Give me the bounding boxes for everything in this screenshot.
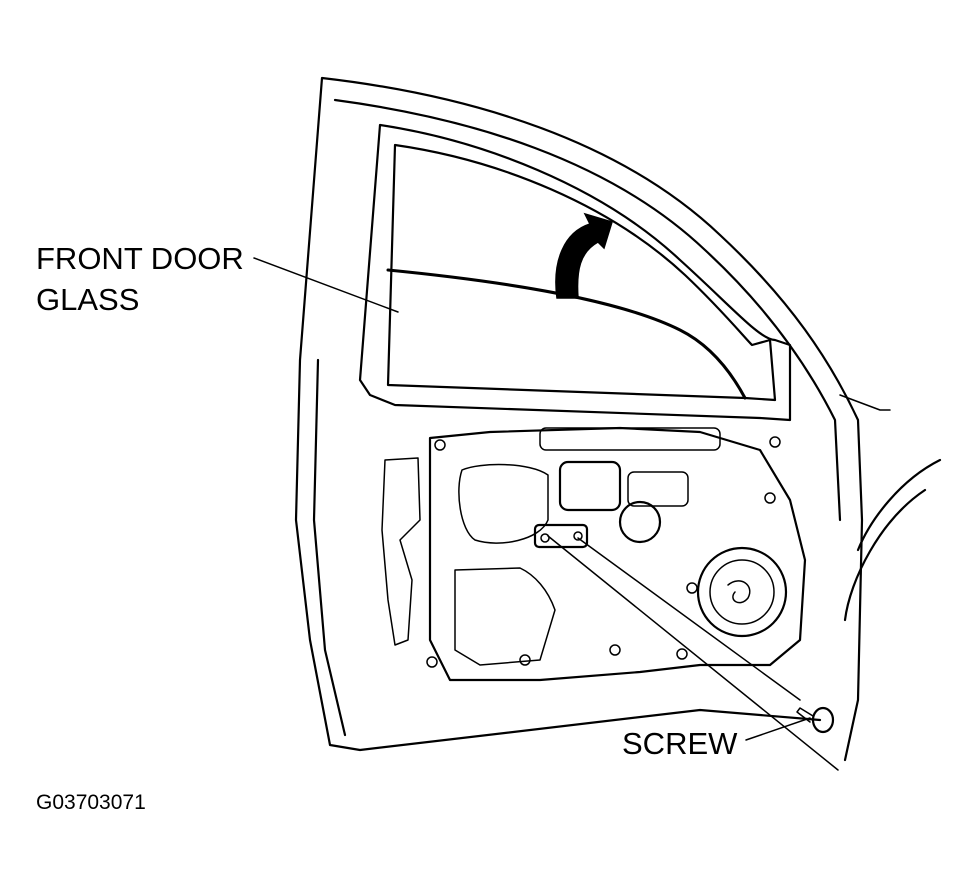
mount-hole: [764, 492, 776, 504]
door-rear-edge: [312, 358, 347, 737]
door-outer-shell: [294, 76, 864, 762]
regulator-motor: [558, 460, 622, 512]
motor-gear: [618, 500, 662, 544]
glass-label-line2: GLASS: [36, 282, 140, 317]
front-door-glass-label: FRONT DOOR GLASS: [36, 238, 244, 320]
speaker-cone: [727, 580, 751, 604]
regulator-rail: [539, 427, 721, 451]
mount-hole: [519, 654, 531, 666]
screw-label: SCREW: [622, 726, 738, 761]
leader-glass: [253, 257, 399, 313]
mount-hole: [769, 436, 781, 448]
body-edge: [839, 394, 891, 411]
window-inner-frame: [386, 143, 777, 402]
leader-screw: [745, 717, 811, 741]
mount-hole: [676, 648, 688, 660]
figure-id: G03703071: [36, 791, 146, 814]
screw-icon: [796, 706, 835, 734]
up-arrow-icon: [555, 212, 613, 299]
panel-cutout-lower: [454, 567, 556, 666]
speaker-outer: [696, 546, 788, 638]
panel-cutout-upper: [458, 463, 549, 544]
speaker-inner: [709, 559, 775, 625]
door-inner-frame: [333, 98, 842, 522]
mount-hole: [426, 656, 438, 668]
mount-hole: [434, 439, 446, 451]
fender-curve-inner: [843, 488, 927, 622]
glass-edge: [386, 268, 747, 400]
panel-cutout-left: [381, 457, 421, 646]
fender-curve: [856, 458, 942, 552]
inner-panel: [428, 426, 807, 682]
mount-hole: [573, 531, 583, 541]
motor-housing: [627, 471, 689, 507]
mount-hole: [686, 582, 698, 594]
window-frame: [358, 123, 792, 422]
screw-path-line-2: [577, 537, 801, 701]
glass-label-line1: FRONT DOOR: [36, 241, 244, 276]
mount-hole: [609, 644, 621, 656]
screw-path-line: [547, 535, 839, 771]
mount-hole: [540, 533, 550, 543]
